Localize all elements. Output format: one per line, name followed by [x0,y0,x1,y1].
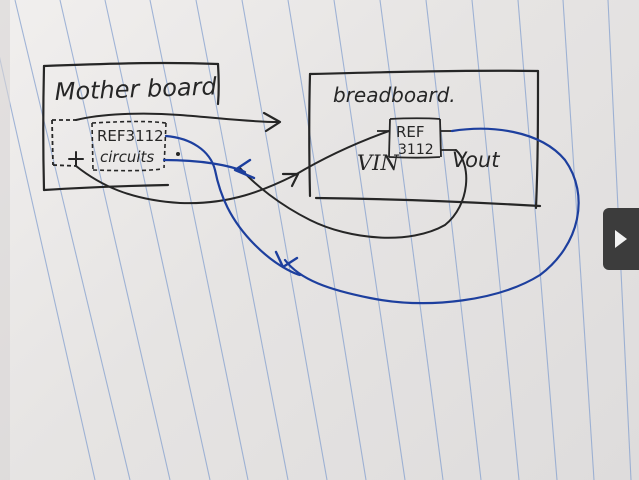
motherboard-label: Mother board [54,72,218,106]
breadboard-chip-label-bottom: 3112 [398,142,434,158]
page-edge-shadow [0,0,10,480]
left-terminal-bracket [51,119,77,167]
ref-chip-label: REF3112 [97,127,164,145]
breadboard-label: breadboard. [333,83,456,107]
breadboard-box [308,69,542,210]
breadboard-chip [388,117,442,159]
black-wires [75,112,468,239]
plus-sign [68,151,84,167]
breadboard-chip-label-top: REF [396,123,425,141]
next-slide-button[interactable] [603,208,639,270]
vin-label: VIN [357,151,399,175]
ink-dot [176,152,180,156]
motherboard-box [42,61,220,192]
blue-arrowheads [233,158,299,269]
vout-label: Vout [452,148,500,172]
circuits-label: circuits [100,148,154,166]
play-right-icon [615,230,627,248]
black-arrowheads [262,111,300,188]
